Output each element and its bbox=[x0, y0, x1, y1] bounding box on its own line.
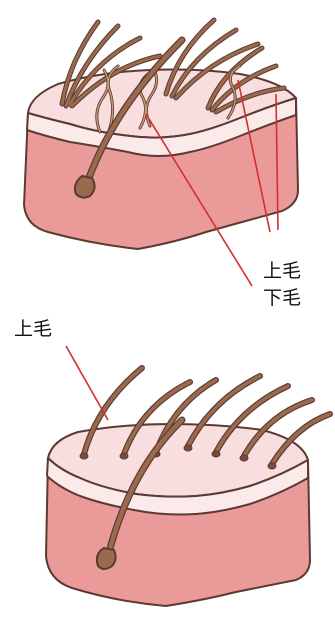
label-upper-hair-bottom: 上毛 bbox=[14, 320, 52, 339]
bottom-leader-lines bbox=[66, 346, 108, 420]
label-under-hair: 下毛 bbox=[263, 289, 301, 308]
label-upper-hair: 上毛 bbox=[263, 262, 301, 281]
